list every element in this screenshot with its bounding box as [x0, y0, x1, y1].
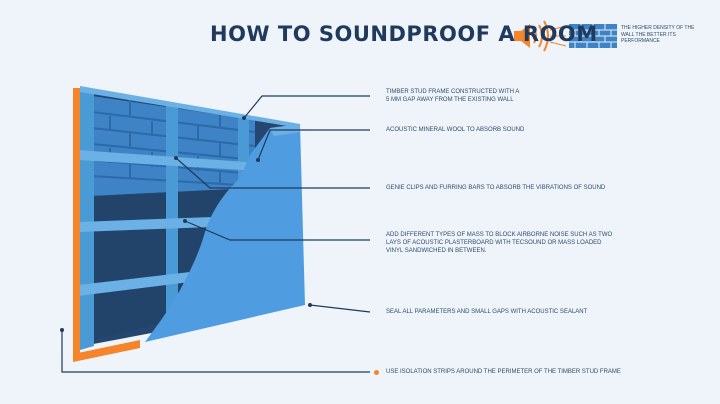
callout-strips-line-1: USE ISOLATION STRIPS AROUND THE PERIMETE…: [386, 369, 621, 375]
callout-sealant: SEAL ALL PARAMETERS AND SMALL GAPS WITH …: [386, 308, 587, 316]
callout-wool: ACOUSTIC MINERAL WOOL TO ABSORB SOUND: [386, 126, 524, 134]
callout-strips: USE ISOLATION STRIPS AROUND THE PERIMETE…: [386, 368, 621, 376]
callout-mass-line-2: LAYS OF ACOUSTIC PLASTERBOARD WITH TECSO…: [386, 240, 602, 246]
page-title: HOW TO SOUNDPROOF A ROOM: [210, 22, 598, 46]
acoustic-plasterboard: [145, 124, 305, 342]
callout-wool-line-1: ACOUSTIC MINERAL WOOL TO ABSORB SOUND: [386, 127, 525, 133]
orange-bullet: [374, 370, 379, 375]
sound-waves-icon: [533, 20, 567, 52]
callout-frame-line-2: 5 MM GAP AWAY FROM THE EXISTING WALL: [386, 97, 514, 103]
callout-clips: GENIE CLIPS AND FURRING BARS TO ABSORB T…: [386, 184, 605, 192]
callout-mass: ADD DIFFERENT TYPES OF MASS TO BLOCK AIR…: [386, 231, 612, 255]
callout-mass-line-1: ADD DIFFERENT TYPES OF MASS TO BLOCK AIR…: [386, 232, 613, 238]
brick-wall-icon: [569, 24, 617, 48]
callout-leader-lines: [61, 95, 371, 373]
furring-bars: [78, 150, 260, 296]
speaker-icon: [514, 24, 530, 48]
callout-mass-line-3: VINYL SANDWICHED IN BETWEEN.: [386, 248, 487, 254]
callout-clips-line-1: GENIE CLIPS AND FURRING BARS TO ABSORB T…: [386, 185, 606, 191]
isolation-strip: [73, 88, 140, 362]
callout-frame: TIMBER STUD FRAME CONSTRUCTED WITH A 5 M…: [386, 88, 519, 104]
callout-frame-line-1: TIMBER STUD FRAME CONSTRUCTED WITH A: [386, 89, 520, 95]
density-note: THE HIGHER DENSITY OF THE WALL THE BETTE…: [621, 25, 695, 44]
callout-sealant-line-1: SEAL ALL PARAMETERS AND SMALL GAPS WITH …: [386, 309, 588, 315]
